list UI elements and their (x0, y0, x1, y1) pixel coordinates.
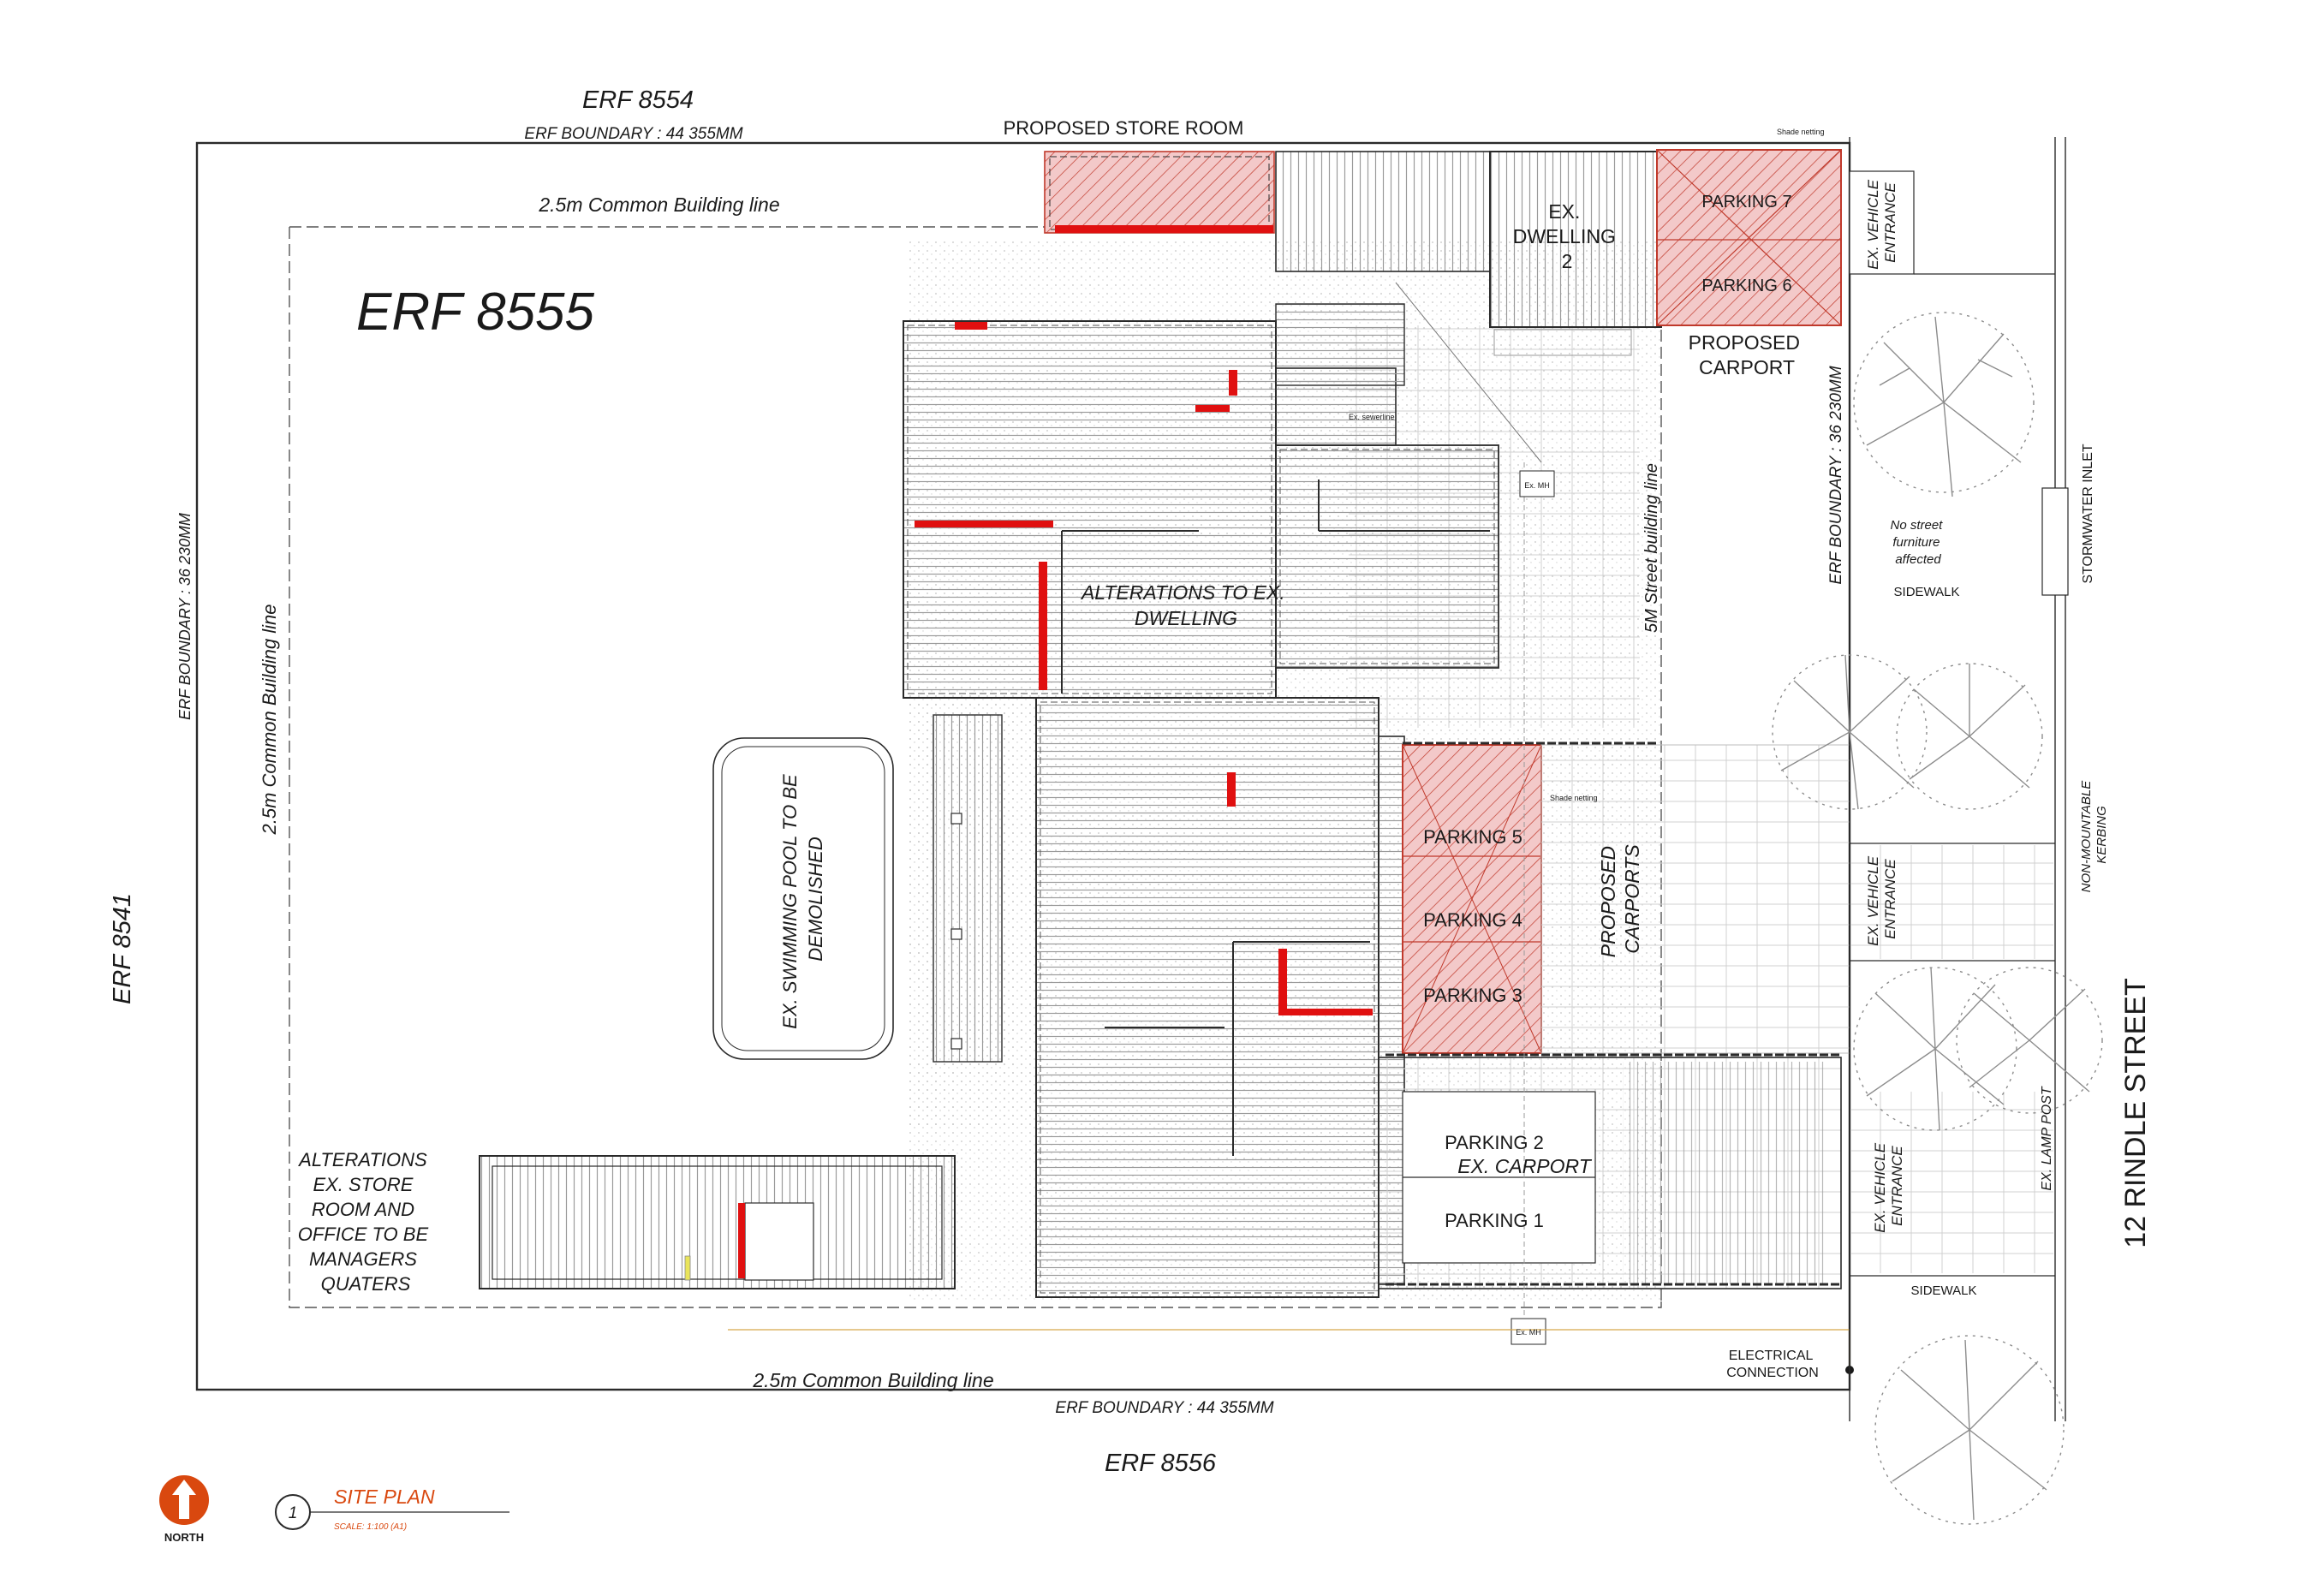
drawing-marker-number: 1 (289, 1504, 298, 1522)
alterations-label: ALTERATIONS TO EX. DWELLING (1080, 581, 1290, 629)
tree-icon (1896, 663, 2043, 810)
tree-icon (1853, 312, 2035, 497)
parking-2-label: PARKING 2 (1445, 1132, 1544, 1153)
proposed-store-room (1044, 151, 1275, 234)
vehicle-entrance-label: EX. VEHICLE ENTRANCE (1865, 176, 1898, 270)
ex-sewerline-label: Ex. sewerline (1349, 413, 1395, 421)
tree-icon (1853, 967, 2017, 1131)
north-label: NORTH (164, 1531, 204, 1544)
pavers-l (1493, 329, 1632, 356)
store-alterations-label: ALTERATIONS EX. STORE ROOM AND OFFICE TO… (297, 1149, 433, 1295)
parking-3-label: PARKING 3 (1423, 985, 1522, 1006)
boundary-left-label: ERF BOUNDARY : 36 230MM (176, 513, 194, 720)
steps (1275, 303, 1405, 386)
erf-8556-label: ERF 8556 (1105, 1450, 1217, 1477)
ex-store-room (479, 1155, 956, 1289)
building-line-left-label: 2.5m Common Building line (259, 604, 280, 835)
boundary-right-label: ERF BOUNDARY : 36 230MM (1827, 366, 1845, 584)
store-room-label: PROPOSED STORE ROOM (1004, 117, 1244, 139)
swimming-pool-inner (721, 746, 885, 1051)
deck-post (950, 1038, 962, 1050)
main-dwelling (903, 320, 1499, 1298)
office-room (744, 1202, 814, 1281)
manhole-label: Ex. MH (1516, 1328, 1541, 1337)
parking-6-label: PARKING 6 (1701, 277, 1791, 295)
sidewalk-label: SIDEWALK (1911, 1283, 1977, 1298)
deck-post (950, 928, 962, 940)
carport-cross (1402, 744, 1542, 1054)
tree-icon (1772, 654, 1928, 810)
manhole-2 (1511, 1318, 1546, 1345)
parking-1-label: PARKING 1 (1445, 1210, 1544, 1231)
deck-post (950, 813, 962, 825)
ex-dwelling-2 (1489, 151, 1662, 328)
ex-carport-label: EX. CARPORT (1457, 1155, 1592, 1177)
electrical-connection-label: ELECTRICAL CONNECTION (1726, 1349, 1819, 1380)
proposed-carport-label: PROPOSED CARPORT (1689, 331, 1806, 378)
street-building-line-label: 5M Street building line (1642, 463, 1661, 633)
erf-8554-label: ERF 8554 (582, 86, 694, 114)
vehicle-entrance-label: EX. VEHICLE ENTRANCE (1872, 1139, 1905, 1233)
sewer-line (1395, 282, 1542, 463)
vehicle-entrance-bottom (1851, 1092, 2053, 1273)
common-building-line (289, 226, 1662, 1308)
manhole-1 (1519, 470, 1555, 497)
carport-cross (1656, 149, 1842, 326)
yellow-marker (684, 1255, 691, 1281)
pool-label: EX. SWIMMING POOL TO BE DEMOLISHED (779, 769, 826, 1029)
proposed-carports-label: PROPOSED CARPORTS (1597, 841, 1643, 958)
boundary-top-label: ERF BOUNDARY : 44 355MM (524, 125, 742, 143)
stormwater-inlet (2041, 487, 2069, 596)
ex-dwelling-2-label: EX. DWELLING 2 (1513, 200, 1622, 272)
stormwater-inlet-label: STORMWATER INLET (2081, 444, 2095, 583)
deck-strip (933, 714, 1003, 1063)
red-wall-marks (738, 225, 1373, 1278)
parking-4-label: PARKING 4 (1423, 909, 1522, 931)
covered-patio (1275, 151, 1491, 272)
tree-icon (1874, 1335, 2065, 1525)
vehicle-entrance-top (1849, 170, 1915, 275)
north-arrow-icon (159, 1475, 209, 1525)
street-name-label: 12 RINDLE STREET (2119, 978, 2152, 1248)
ex-store-room-inner (492, 1165, 943, 1280)
driveway-pavers (1540, 744, 1850, 1054)
kerbing-label: NON-MOUNTABLE KERBING (2079, 777, 2109, 893)
swimming-pool (712, 737, 894, 1060)
shade-netting-label: Shade netting (1550, 794, 1598, 802)
lamp-post-label: EX. LAMP POST (2040, 1086, 2054, 1190)
parking-5-label: PARKING 5 (1423, 826, 1522, 848)
vehicle-entrance-mid (1851, 845, 2053, 959)
erf-8555-label: ERF 8555 (356, 283, 595, 342)
shade-netting-label: Shade netting (1777, 128, 1825, 136)
building-line-bottom-label: 2.5m Common Building line (752, 1369, 993, 1391)
no-street-furniture-label: No street furniture affected (1890, 518, 1946, 567)
building-line-top-label: 2.5m Common Building line (538, 194, 779, 216)
sidewalk-label: SIDEWALK (1894, 585, 1960, 599)
boundary-bottom-label: ERF BOUNDARY : 44 355MM (1055, 1399, 1273, 1417)
manhole-label: Ex. MH (1524, 481, 1550, 490)
parking-7-label: PARKING 7 (1701, 193, 1791, 211)
vehicle-entrance-label: EX. VEHICLE ENTRANCE (1865, 852, 1898, 946)
tree-icon (1956, 967, 2103, 1114)
scale-label: SCALE: 1:100 (A1) (334, 1522, 407, 1532)
erf-8541-label: ERF 8541 (109, 893, 136, 1004)
driveway-strips (1623, 1062, 1828, 1284)
site-plan-title: SITE PLAN (334, 1486, 435, 1508)
